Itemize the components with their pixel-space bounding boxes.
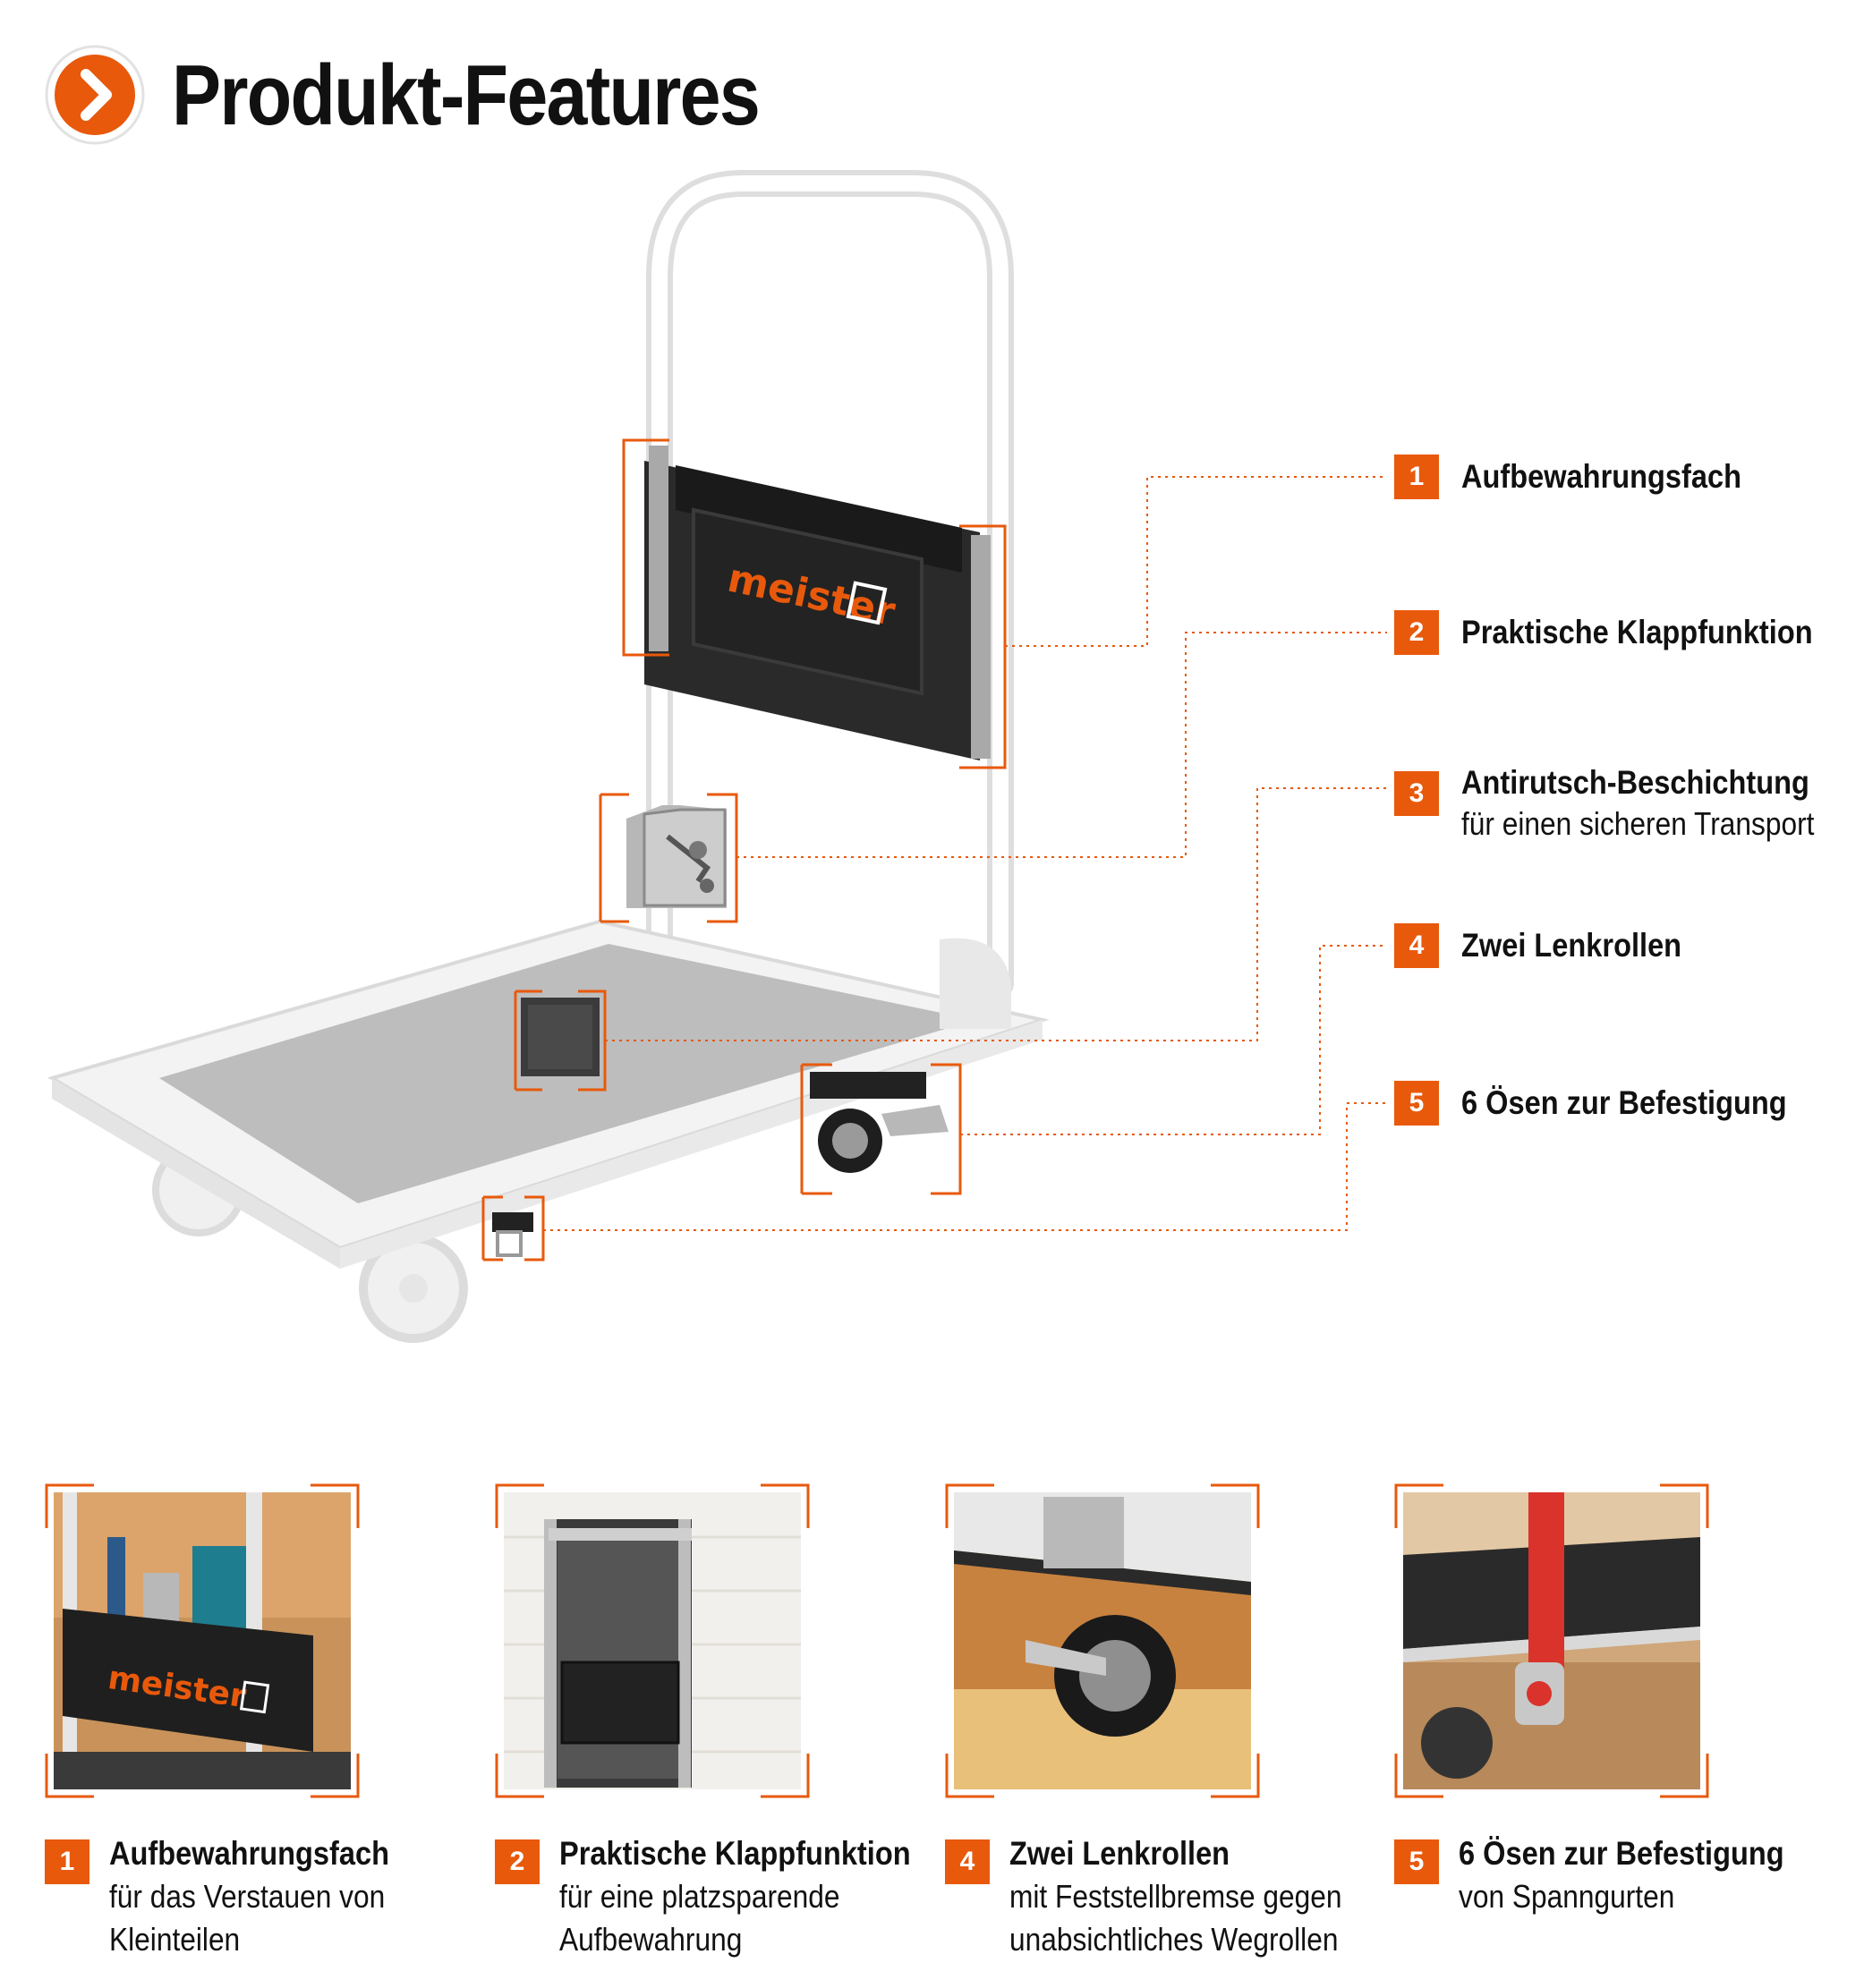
callout-title: 6 Ösen zur Befestigung bbox=[1461, 1084, 1787, 1121]
caption-line: für das Verstauen von bbox=[109, 1878, 386, 1915]
callout-number-badge: 3 bbox=[1394, 771, 1439, 816]
callout-number-badge: 2 bbox=[1394, 610, 1439, 655]
detail-image-folding bbox=[495, 1483, 810, 1798]
caption-title: Praktische Klappfunktion bbox=[559, 1835, 911, 1872]
callout-title: Praktische Klappfunktion bbox=[1461, 614, 1813, 650]
caption-line: unabsichtliches Wegrollen bbox=[1009, 1921, 1339, 1958]
caption-title: Aufbewahrungsfach bbox=[109, 1835, 389, 1872]
callout-subtitle: für einen sicheren Transport bbox=[1461, 805, 1815, 842]
caption-title: Zwei Lenkrollen bbox=[1009, 1835, 1230, 1872]
callout-title: Antirutsch-Beschichtung bbox=[1461, 764, 1809, 801]
caption-line: Aufbewahrung bbox=[559, 1921, 743, 1958]
page-title: Produkt-Features bbox=[172, 47, 761, 143]
caption-number-badge: 2 bbox=[495, 1839, 540, 1884]
caption-line: von Spanngurten bbox=[1459, 1878, 1675, 1915]
product-illustration: meister bbox=[47, 170, 1387, 1343]
caption-number-badge: 5 bbox=[1394, 1839, 1439, 1884]
chevron-right-circle-icon bbox=[45, 45, 145, 145]
callout-title: Aufbewahrungsfach bbox=[1461, 458, 1741, 495]
callout-number-badge: 5 bbox=[1394, 1081, 1439, 1126]
callout-number-badge: 4 bbox=[1394, 923, 1439, 968]
caption-line: mit Feststellbremse gegen bbox=[1009, 1878, 1342, 1915]
caption-line: Kleinteilen bbox=[109, 1921, 241, 1958]
detail-image-casters bbox=[945, 1483, 1260, 1798]
caption-number-badge: 4 bbox=[945, 1839, 990, 1884]
caption-title: 6 Ösen zur Befestigung bbox=[1459, 1835, 1784, 1872]
detail-image-eyelets bbox=[1394, 1483, 1709, 1798]
caption-number-badge: 1 bbox=[45, 1839, 89, 1884]
caption-line: für eine platzsparende bbox=[559, 1878, 840, 1915]
callout-title: Zwei Lenkrollen bbox=[1461, 927, 1682, 964]
detail-image-storage: meister bbox=[45, 1483, 360, 1798]
callout-number-badge: 1 bbox=[1394, 455, 1439, 499]
